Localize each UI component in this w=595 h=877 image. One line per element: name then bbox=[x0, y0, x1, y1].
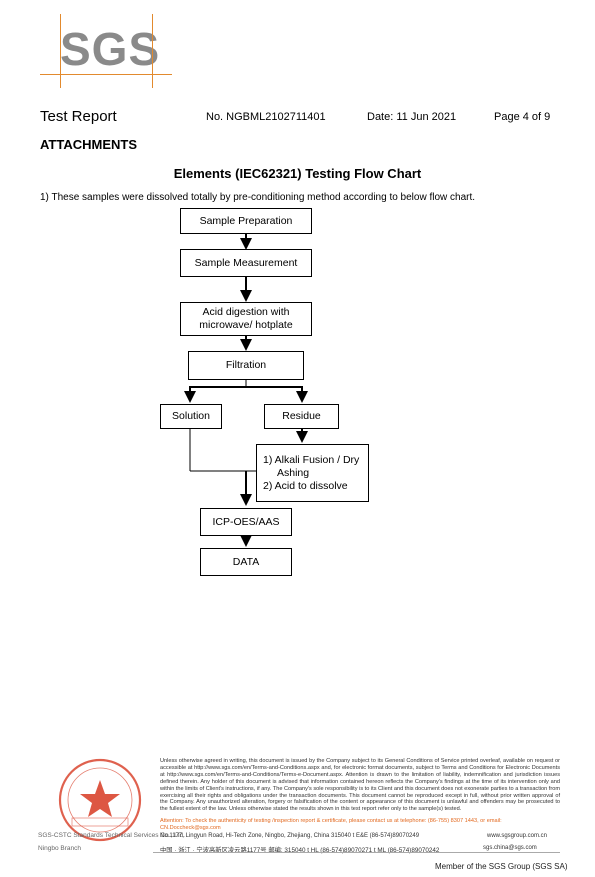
stamp-caption-branch: Ningbo Branch bbox=[38, 845, 81, 852]
box-label: DATA bbox=[232, 555, 260, 568]
email: sgs.china@sgs.com bbox=[483, 845, 537, 851]
box-label: microwave/ hotplate bbox=[199, 319, 293, 331]
box-data: DATA bbox=[200, 548, 292, 576]
logo-text: SGS bbox=[60, 23, 161, 75]
attachments-heading: ATTACHMENTS bbox=[40, 137, 138, 152]
address-english: No.1177, Lingyun Road, Hi-Tech Zone, Nin… bbox=[160, 833, 420, 839]
box-acid-digestion: Acid digestion with microwave/ hotplate bbox=[180, 302, 312, 336]
logo-rule bbox=[152, 14, 153, 88]
sgs-logo: SGS bbox=[40, 14, 172, 88]
box-label: Solution bbox=[172, 410, 210, 422]
report-title: Test Report bbox=[40, 108, 117, 125]
box-label: 2) Acid to dissolve bbox=[263, 479, 348, 492]
legal-disclaimer: Unless otherwise agreed in writing, this… bbox=[160, 758, 560, 813]
website: www.sgsgroup.com.cn bbox=[487, 833, 548, 839]
page-number: Page 4 of 9 bbox=[494, 111, 551, 123]
box-label: Filtration bbox=[225, 359, 267, 371]
logo-rule bbox=[40, 74, 172, 75]
box-icp-oes-aas: ICP-OES/AAS bbox=[200, 508, 292, 536]
box-sample-measurement: Sample Measurement bbox=[180, 249, 312, 277]
company-seal-stamp bbox=[58, 758, 142, 842]
box-label: ICP-OES/AAS bbox=[212, 515, 280, 528]
authenticity-notice: Attention: To check the authenticity of … bbox=[160, 818, 502, 831]
report-number: No. NGBML2102711401 bbox=[206, 111, 326, 123]
box-solution: Solution bbox=[160, 404, 222, 429]
stamp-caption: SGS-CSTC Standards Technical Services Co… bbox=[38, 832, 185, 839]
logo-rule bbox=[60, 14, 61, 88]
intro-text: 1) These samples were dissolved totally … bbox=[40, 192, 476, 203]
box-label: 1) Alkali Fusion / Dry bbox=[263, 453, 360, 466]
box-label: Ashing bbox=[277, 466, 310, 479]
box-sample-preparation: Sample Preparation bbox=[180, 208, 312, 234]
box-label: Sample Preparation bbox=[199, 214, 293, 227]
box-alkali-fusion: 1) Alkali Fusion / Dry Ashing 2) Acid to… bbox=[256, 444, 369, 502]
box-label: Acid digestion with bbox=[202, 306, 290, 318]
box-label: Sample Measurement bbox=[194, 256, 298, 269]
address-chinese: 中国 · 浙江 · 宁波高新区凌云路1177号 邮编: 315040 t HL … bbox=[160, 847, 440, 854]
report-date: Date: 11 Jun 2021 bbox=[367, 111, 457, 123]
box-filtration: Filtration bbox=[188, 351, 304, 380]
box-residue: Residue bbox=[264, 404, 339, 429]
flow-chart-title: Elements (IEC62321) Testing Flow Chart bbox=[173, 166, 422, 181]
footer-divider bbox=[153, 852, 560, 853]
member-note: Member of the SGS Group (SGS SA) bbox=[435, 862, 568, 871]
box-label: Residue bbox=[282, 410, 321, 422]
